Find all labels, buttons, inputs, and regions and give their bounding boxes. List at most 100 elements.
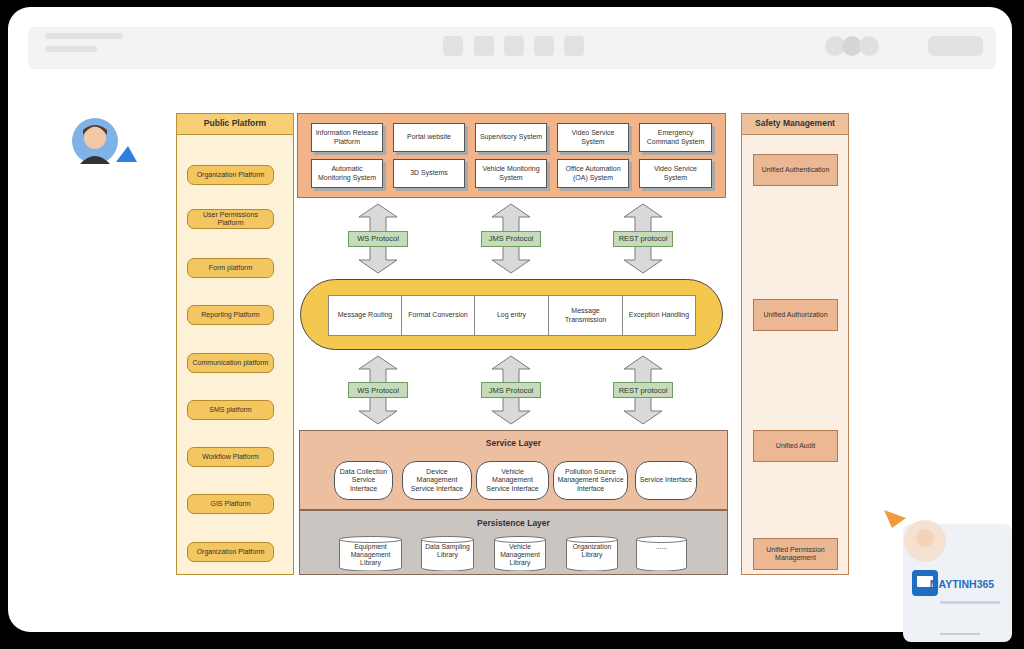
- application-box: Vehicle Monitoring System: [475, 159, 547, 188]
- placeholder-button: [564, 36, 584, 56]
- node-text: Unified Authorization: [763, 311, 827, 319]
- library-cylinder: Vehicle Management Library: [494, 536, 546, 571]
- platform-pill: SMS platform: [187, 400, 274, 420]
- avatar: [72, 118, 118, 164]
- cylinder-top: [340, 537, 402, 543]
- protocol-label: REST protocol: [613, 382, 673, 398]
- layer-title: Persistence Layer: [300, 519, 727, 529]
- node-text: Communication platform: [193, 359, 269, 367]
- node-text: Format Conversion: [408, 311, 468, 319]
- placeholder-line: [45, 33, 123, 39]
- platform-pill: Organization Platform: [187, 165, 274, 185]
- node-text: Office Automation (OA) System: [561, 165, 625, 181]
- protocol-label: WS Protocol: [348, 382, 408, 398]
- top-bar: [28, 27, 996, 69]
- bus-function: Log entry: [474, 295, 549, 336]
- protocol-label: REST protocol: [613, 231, 673, 247]
- platform-pill: GIS Platform: [187, 494, 274, 514]
- cylinder-body: [340, 540, 402, 572]
- platform-pill: Communication platform: [187, 353, 274, 373]
- cylinder-body: [422, 540, 474, 572]
- service-interface: Vehicle Management Service Interface: [476, 461, 549, 500]
- panel-title: Safety Management: [755, 119, 835, 129]
- node-text: Organization Platform: [197, 171, 265, 179]
- protocol-label: JMS Protocol: [481, 382, 541, 398]
- application-group: Information Release Platform Portal websi…: [297, 113, 726, 198]
- safety-box: Unified Permission Management: [753, 538, 838, 570]
- application-box: Supervisory System: [475, 123, 547, 152]
- node-text: Log entry: [497, 311, 526, 319]
- platform-pill: Form platform: [187, 258, 274, 278]
- node-text: Automatic Monitoring System: [315, 165, 379, 181]
- application-box: Information Release Platform: [311, 123, 383, 152]
- panel-header: Safety Management: [742, 114, 848, 135]
- node-text: Unified Audit: [776, 442, 815, 450]
- panel-header: Public Platform: [177, 114, 293, 135]
- library-name: ......: [638, 543, 685, 551]
- node-text: Supervisory System: [480, 133, 542, 141]
- service-bus: Message Routing Format Conversion Log entr…: [300, 279, 723, 350]
- service-interface: Device Management Service Interface: [402, 461, 472, 500]
- platform-pill: User Permissions Platform: [187, 209, 274, 229]
- avatar-body: [80, 156, 110, 164]
- node-text: Exception Handling: [629, 311, 689, 319]
- avatar-face: [84, 127, 106, 149]
- node-text: Message Routing: [338, 311, 392, 319]
- panel-title: Public Platform: [204, 119, 266, 129]
- platform-pill: Reporting Platform: [187, 305, 274, 325]
- node-text: GIS Platform: [210, 500, 250, 508]
- library-name: Data Sampling Library: [423, 543, 472, 559]
- safety-box: Unified Authorization: [753, 299, 838, 331]
- avatar-face: [916, 529, 934, 547]
- application-box: Automatic Monitoring System: [311, 159, 383, 188]
- library-cylinder: Equipment Management Library: [339, 536, 402, 571]
- placeholder-button: [443, 36, 463, 56]
- node-text: Portal website: [407, 133, 451, 141]
- library-cylinder: ......: [636, 536, 687, 571]
- node-text: Workflow Platform: [202, 453, 259, 461]
- node-text: Unified Authentication: [762, 166, 830, 174]
- placeholder-button: [534, 36, 554, 56]
- node-text: Vehicle Management Service Interface: [480, 468, 545, 492]
- cylinder-body: [567, 540, 618, 572]
- application-box: Video Service System: [639, 159, 712, 188]
- layer-title-row: Service Layer: [300, 439, 727, 449]
- avatar-hair: [83, 125, 107, 135]
- placeholder-button: [504, 36, 524, 56]
- logo-subtitle-bar: [940, 601, 1000, 604]
- application-box: Office Automation (OA) System: [557, 159, 629, 188]
- bus-function: Format Conversion: [401, 295, 475, 336]
- cylinder-body: [637, 540, 687, 572]
- platform-panel: Public PlatformOrganization PlatformUser…: [176, 113, 294, 575]
- cylinder-shape: [636, 536, 687, 571]
- cursor-triangle: [116, 146, 137, 162]
- safety-panel: Safety ManagementUnified AuthenticationU…: [741, 113, 849, 575]
- safety-box: Unified Audit: [753, 430, 838, 462]
- cylinder-top: [567, 537, 618, 543]
- protocol-label: JMS Protocol: [481, 231, 541, 247]
- placeholder-button: [474, 36, 494, 56]
- layer-title: Service Layer: [300, 439, 727, 449]
- placeholder-line: [940, 633, 980, 635]
- node-text: Message Transmission: [552, 307, 619, 323]
- application-box: 3D Systems: [393, 159, 465, 188]
- library-cylinder: Organization Library: [566, 536, 618, 571]
- layer-title-row: Persistence Layer: [300, 519, 727, 529]
- node-text: Service Interface: [640, 476, 693, 484]
- logo-card: [903, 524, 1012, 642]
- cylinder-top: [495, 537, 546, 543]
- library-cylinder: Data Sampling Library: [421, 536, 474, 571]
- service-interface: Pollution Source Management Service Inte…: [553, 461, 628, 500]
- platform-pill: Organization Platform: [187, 542, 274, 562]
- library-name: Equipment Management Library: [341, 543, 400, 566]
- cylinder-top: [422, 537, 474, 543]
- node-text: Pollution Source Management Service Inte…: [557, 468, 624, 492]
- cursor-triangle: [884, 510, 906, 528]
- node-text: Form platform: [209, 264, 253, 272]
- bus-function: Exception Handling: [622, 295, 696, 336]
- platform-pill: Workflow Platform: [187, 447, 274, 467]
- node-text: Device Management Service Interface: [406, 468, 468, 492]
- placeholder-avatar: [859, 36, 879, 56]
